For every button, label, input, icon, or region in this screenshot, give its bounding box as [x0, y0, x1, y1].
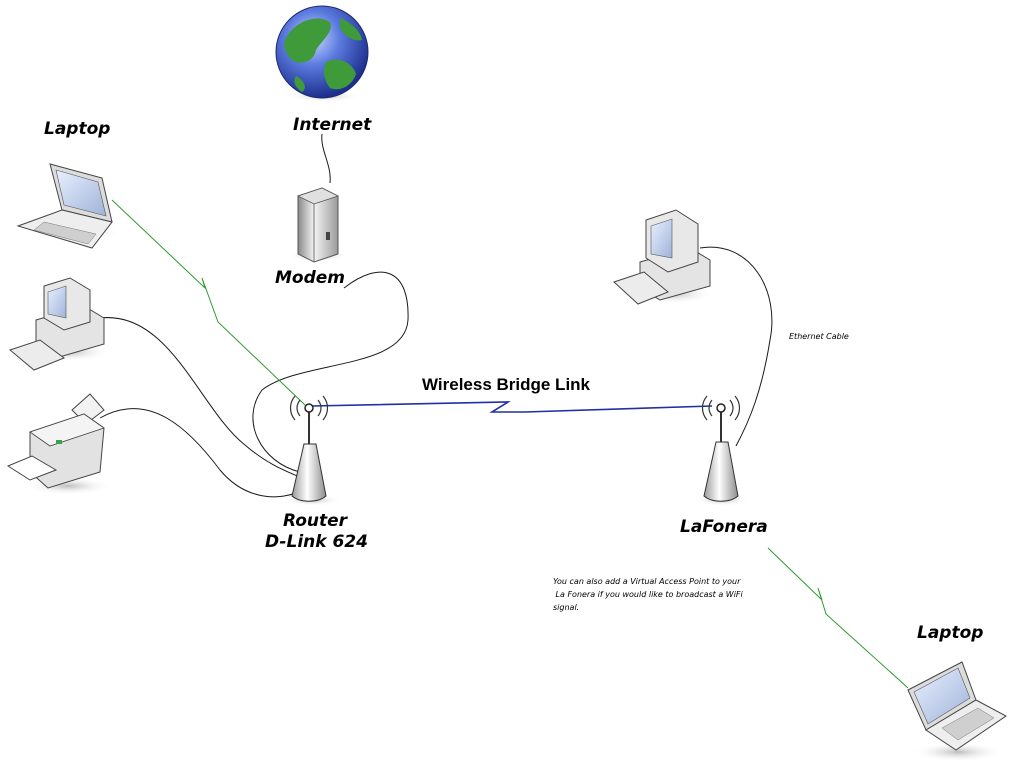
wifi-link-lafonera-laptop [767, 547, 909, 689]
note-line-2: La Fonera if you would like to broadcast… [553, 590, 744, 599]
lafonera-label: LaFonera [680, 517, 768, 537]
cable-desktop-router [99, 317, 303, 479]
wireless-bridge-link-line [311, 401, 713, 413]
wireless-access-point-icon [694, 395, 750, 506]
modem-icon [288, 187, 348, 263]
wireless-bridge-link-label: Wireless Bridge Link [422, 375, 591, 394]
router-label: Router [283, 511, 349, 531]
cable-modem-router [252, 271, 409, 473]
desktop-right-icon [613, 209, 714, 305]
laptop-left-label: Laptop [44, 119, 110, 139]
ethernet-cable-label: Ethernet Cable [789, 332, 849, 341]
laptop-right-icon [907, 661, 1007, 762]
globe-icon [275, 5, 369, 102]
ethernet-cables [99, 133, 773, 498]
note-line-1: You can also add a Virtual Access Point … [553, 577, 741, 586]
internet-label: Internet [293, 115, 372, 135]
wifi-link-laptop-router [111, 199, 306, 406]
cable-internet-modem [321, 133, 331, 184]
cable-printer-router [99, 408, 303, 498]
note-line-3: signal. [553, 603, 579, 612]
desktop-left-icon [8, 277, 110, 371]
virtual-access-point-note: You can also add a Virtual Access Point … [553, 577, 744, 612]
laptop-left-icon [16, 163, 120, 249]
modem-label: Modem [275, 268, 345, 288]
laptop-right-label: Laptop [917, 623, 983, 643]
router-model-label: D-Link 624 [265, 532, 368, 552]
wireless-router-icon [282, 395, 342, 506]
cable-desktop-lafonera [699, 246, 773, 447]
printer-icon [6, 393, 112, 495]
